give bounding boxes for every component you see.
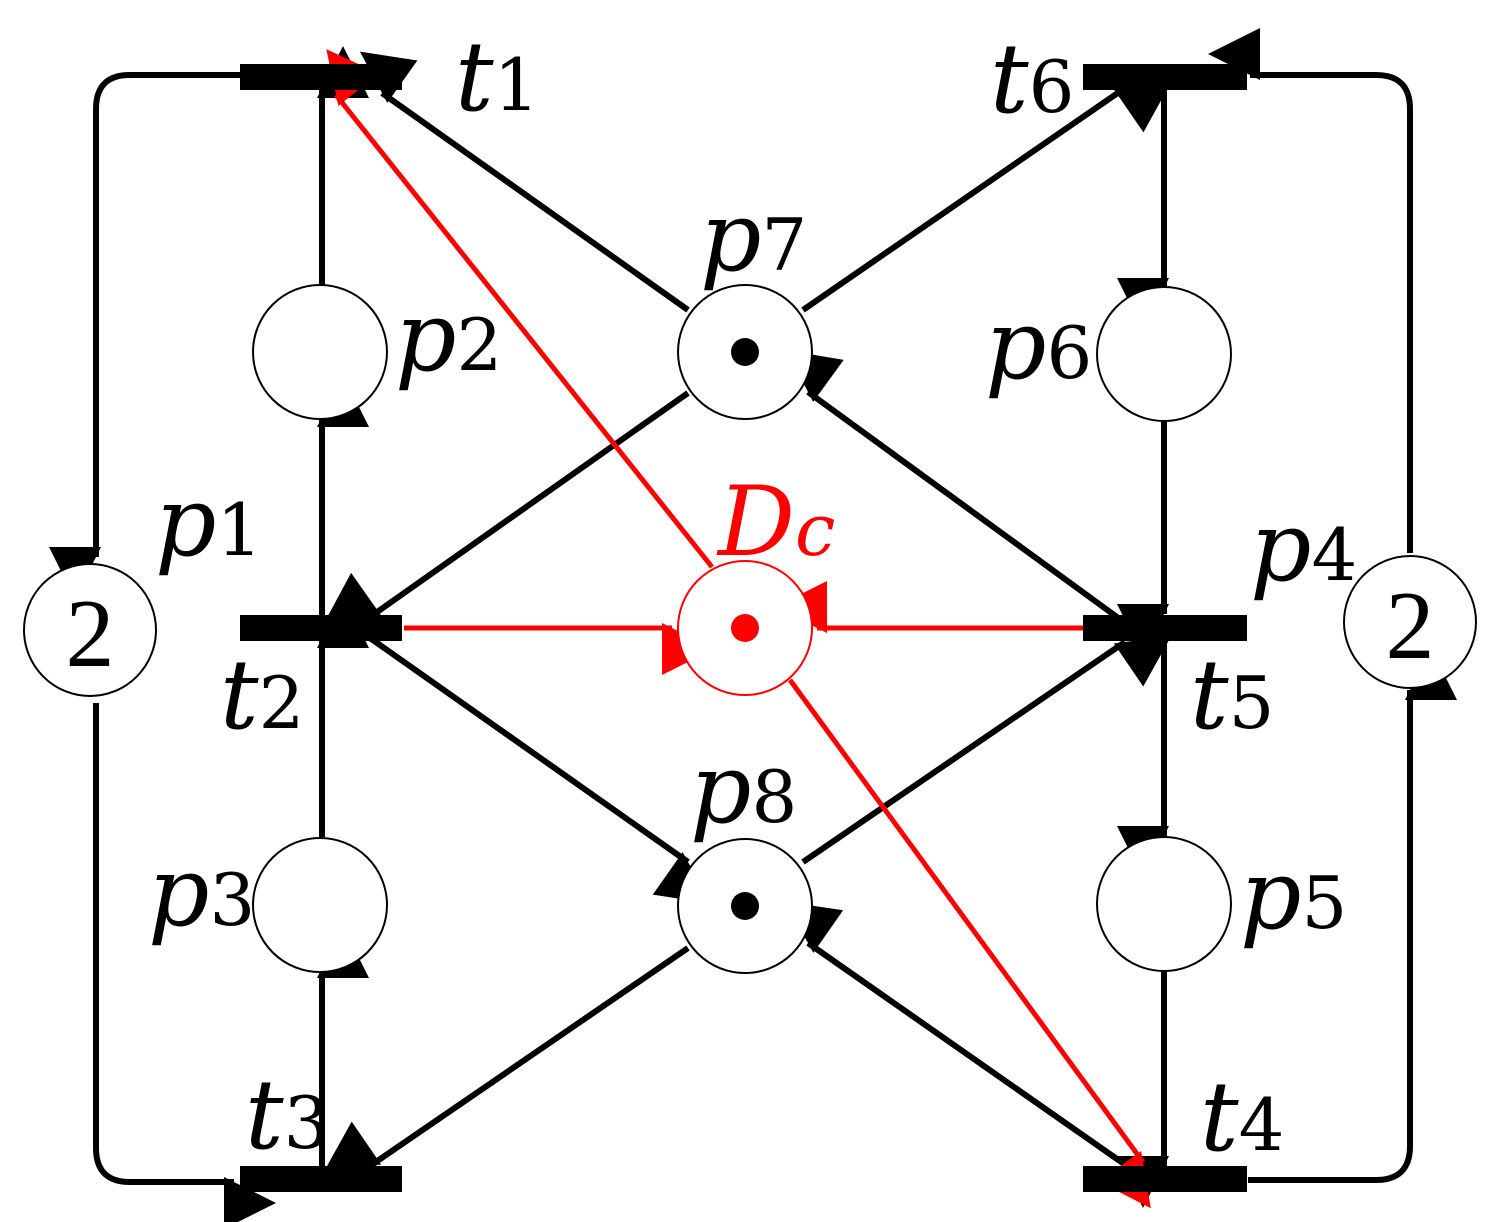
label-p6: p6 — [985, 289, 1092, 401]
label-t6: t6 — [990, 23, 1074, 135]
place-Dc-token-dot — [731, 614, 759, 642]
label-t1: t1 — [455, 21, 539, 133]
label-p3: p3 — [148, 836, 255, 948]
arc-p7-t1 — [359, 51, 690, 313]
arcs-monitor — [326, 49, 1151, 1209]
label-t2: t2 — [220, 639, 304, 751]
place-p1: 2 — [23, 563, 157, 697]
place-Dc — [677, 560, 813, 696]
arc-p7-t2 — [323, 390, 690, 625]
place-p4-tokens: 2 — [1386, 572, 1435, 680]
label-t5: t5 — [1190, 639, 1274, 751]
arc-p7-t6 — [801, 81, 1172, 313]
place-p8-token-dot — [731, 892, 759, 920]
place-p6 — [1096, 286, 1232, 422]
place-p7 — [677, 284, 813, 420]
transition-t4 — [1083, 1166, 1247, 1192]
transitions — [240, 64, 1247, 1192]
place-p5 — [1096, 836, 1232, 972]
label-Dc: Dc — [716, 466, 835, 578]
arc-p8-t5 — [801, 635, 1172, 865]
arc-p8-t3 — [323, 945, 690, 1173]
transition-t2 — [240, 615, 402, 641]
label-p2: p2 — [395, 281, 502, 393]
place-p1-tokens: 2 — [66, 580, 115, 688]
arc-t4-p4 — [1248, 648, 1457, 1183]
arc-p1-t3 — [93, 703, 276, 1222]
place-p7-token-dot — [731, 338, 759, 366]
transition-t1 — [240, 64, 402, 90]
transition-t5 — [1083, 615, 1247, 641]
place-p2 — [252, 284, 388, 420]
label-p4: p4 — [1250, 491, 1357, 603]
arc-t5-p7 — [786, 350, 1119, 620]
arc-t1-p1 — [49, 72, 240, 599]
place-p3 — [252, 837, 388, 973]
arc-t4-p8 — [785, 901, 1129, 1169]
arc-p4-t6 — [1208, 28, 1413, 553]
place-p8 — [677, 838, 813, 974]
label-p1: p1 — [155, 466, 262, 578]
arcs-normal — [49, 28, 1457, 1222]
arc-Dc-t1 — [326, 49, 714, 569]
label-t3: t3 — [245, 1059, 329, 1171]
label-p8: p8 — [690, 733, 797, 845]
place-p4: 2 — [1343, 555, 1477, 689]
label-p7: p7 — [700, 181, 807, 293]
transition-t3 — [240, 1166, 402, 1192]
arc-t2-p8 — [368, 635, 711, 904]
labels: t1 t6 p7 p2 p6 p1 p4 t2 t5 p8 p3 p5 t3 t… — [148, 21, 1357, 1173]
label-t4: t4 — [1200, 1061, 1284, 1173]
label-p5: p5 — [1240, 839, 1347, 951]
arc-Dc-t4 — [787, 678, 1151, 1209]
places: 2 2 — [23, 284, 1477, 974]
transition-t6 — [1083, 64, 1247, 90]
